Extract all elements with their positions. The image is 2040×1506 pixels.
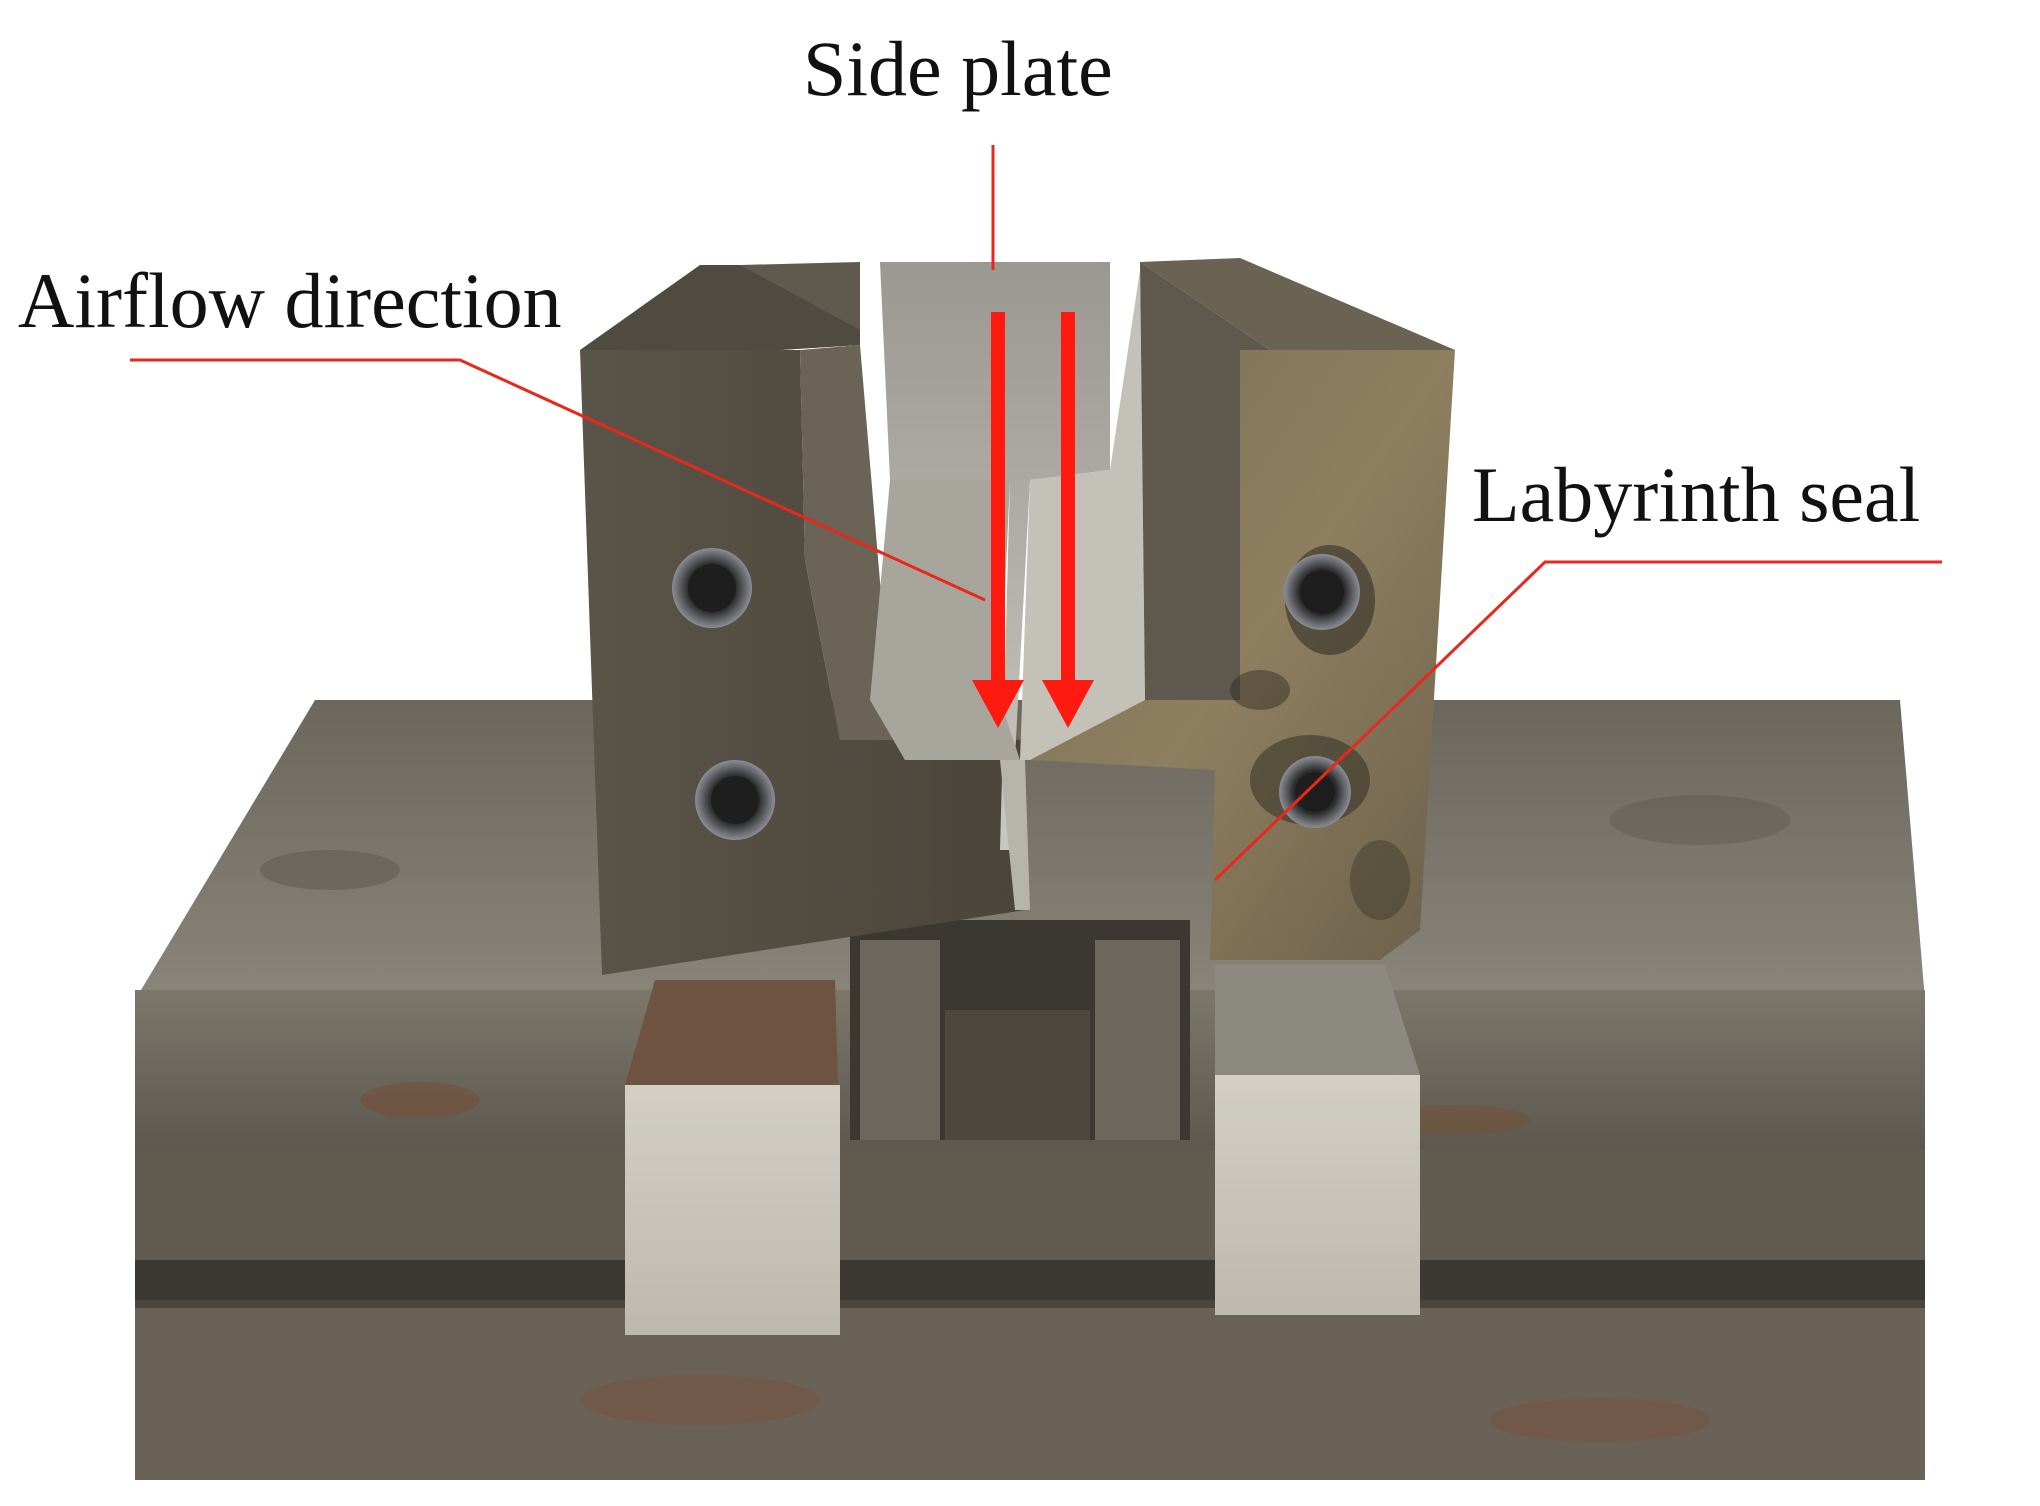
airflow-direction-label: Airflow direction [18,257,562,344]
airflow-arrow-right-head [1042,680,1094,728]
vise-base [135,700,1925,1480]
airflow-arrow-left-head [972,680,1024,728]
leader-lines [130,145,1942,882]
leader-line-labyrinth [1213,560,1942,882]
leader-line-airflow [130,358,986,602]
airflow-arrows [972,312,1094,728]
side-plate-label: Side plate [803,25,1113,112]
seal-block-right [1030,258,1455,960]
vise-slot [850,920,1190,1140]
vise-jaw-right [1215,965,1420,1315]
airflow-arrow-left [991,312,1005,682]
seal-block-left [580,262,1025,975]
vise-jaw-left [625,980,840,1335]
labyrinth-seal-label: Labyrinth seal [1472,451,1921,538]
airflow-arrow-right [1061,312,1075,682]
